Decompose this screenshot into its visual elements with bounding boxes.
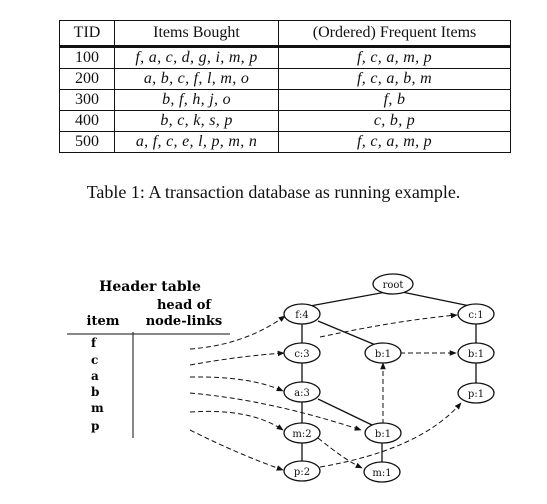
cell-items-bought: a, b, c, f, l, m, o [114,68,279,90]
node-label: c:3 [294,349,309,360]
node-b1-first [364,342,402,364]
node-label: p:1 [468,389,484,400]
table-header-row: TID Items Bought (Ordered) Frequent Item… [59,20,511,47]
node-p1 [457,382,495,404]
node-root [372,273,414,295]
cell-frequent-items: c, b, p [278,110,511,132]
node-f4 [283,303,321,325]
node-a3 [283,381,321,403]
link-header-m [189,410,284,431]
node-links [189,312,462,471]
link-m2-m1 [317,437,363,469]
node-b1-second [457,342,495,364]
link-header-c [189,350,285,366]
header-item: m [91,401,104,415]
cell-items-bought: a, f, c, e, l, p, m, n [114,131,279,153]
node-label: b:1 [468,349,484,360]
node-m2 [283,422,321,444]
node-label: b:1 [375,349,391,360]
link-c3-c1 [319,312,458,338]
node-label: a:3 [294,388,310,399]
table-row: 400 b, c, k, s, p c, b, p [59,110,511,132]
cell-tid: 200 [59,68,115,90]
header-col-item: item [87,314,120,329]
edge-f4-b1 [317,320,379,347]
tree-node-labels: root f:4 c:1 c:3 b:1 b:1 a:3 p:1 m:2 b:1… [292,280,484,479]
link-p2-p1 [319,402,462,468]
table-row: 500 a, f, c, e, l, p, m, n f, c, a, m, p [59,131,511,153]
node-c1 [457,303,495,325]
node-label: b:1 [375,429,391,440]
header-items-bought: Items Bought [114,20,279,47]
link-header-p [189,429,284,471]
node-p2 [283,460,321,482]
edge-root-f4 [309,291,387,307]
edge-a3-b1 [317,398,373,426]
header-item: b [91,385,99,399]
link-header-b [189,392,362,431]
cell-items-bought: b, c, k, s, p [114,110,279,132]
table-row: 100 f, a, c, d, g, i, m, p f, c, a, m, p [59,45,511,69]
node-b1-third [364,422,402,444]
header-item: p [91,419,99,433]
node-m1 [363,461,401,483]
node-c3 [283,342,321,364]
table-caption: Table 1: A transaction database as runni… [86,182,461,202]
header-col-head-line2: node-links [146,314,223,329]
node-label: c:1 [468,310,483,321]
cell-frequent-items: f, c, a, m, p [278,131,511,153]
node-label: m:2 [292,429,311,440]
header-item-list: f c a b m p [91,336,104,433]
node-label: p:2 [294,467,310,478]
edge-root-c1 [401,291,471,307]
link-header-a [189,376,284,392]
link-header-f [189,315,286,350]
header-item: f [91,336,97,350]
header-table-title: Header table [99,279,201,295]
cell-tid: 500 [59,131,115,153]
node-label: m:1 [372,468,391,479]
header-item: a [91,369,99,383]
transaction-table: TID Items Bought (Ordered) Frequent Item… [59,20,511,153]
cell-frequent-items: f, c, a, m, p [278,45,511,69]
table-row: 200 a, b, c, f, l, m, o f, c, a, b, m [59,68,511,90]
node-label: f:4 [295,310,308,321]
header-col-head-line1: head of [157,298,212,313]
tree-nodes [283,273,495,483]
cell-tid: 100 [59,45,115,69]
cell-items-bought: f, a, c, d, g, i, m, p [114,45,279,69]
header-tid: TID [59,20,115,47]
header-item: c [91,353,98,367]
node-label: root [383,280,404,291]
